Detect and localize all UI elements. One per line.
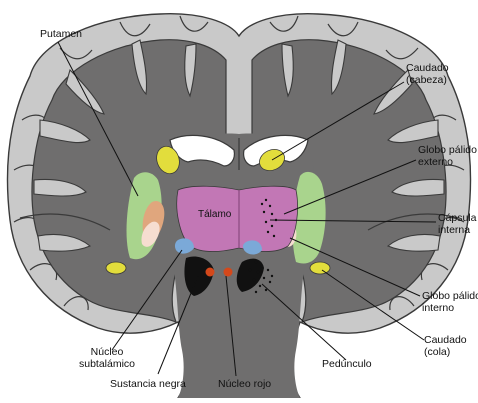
nucleo-rojo-right [224, 268, 233, 277]
label-caudado-cola-line2: (cola) [424, 346, 467, 358]
label-nucleo-subtalamico-line1: Núcleo [74, 346, 140, 358]
caudado-cola-right [310, 262, 330, 274]
label-globo-palido-interno-line1: Globo pálido [422, 290, 478, 302]
label-capsula-interna-line1: Cápsula [438, 212, 477, 224]
label-caudado-cabeza: Caudado (cabeza) [406, 62, 449, 86]
label-caudado-cabeza-line1: Caudado [406, 62, 449, 74]
label-caudado-cabeza-line2: (cabeza) [406, 74, 449, 86]
label-caudado-cola-line1: Caudado [424, 334, 467, 346]
label-globo-palido-externo: Globo pálido externo [418, 144, 477, 168]
label-talamo: Tálamo [198, 209, 231, 221]
label-nucleo-rojo: Núcleo rojo [218, 378, 271, 390]
label-sustancia-negra: Sustancia negra [110, 378, 186, 390]
label-putamen: Putamen [40, 28, 82, 40]
talamo [177, 186, 298, 251]
label-nucleo-subtalamico-line2: subtalámico [74, 358, 140, 370]
label-globo-palido-externo-line1: Globo pálido [418, 144, 477, 156]
label-capsula-interna-line2: interna [438, 224, 477, 236]
label-capsula-interna: Cápsula interna [438, 212, 477, 236]
label-globo-palido-interno: Globo pálido interno [422, 290, 478, 314]
label-caudado-cola: Caudado (cola) [424, 334, 467, 358]
label-globo-palido-externo-line2: externo [418, 156, 477, 168]
nucleo-rojo-left [206, 268, 215, 277]
caudado-cola-left [106, 262, 126, 274]
label-pedunculo: Pedúnculo [322, 358, 372, 370]
label-globo-palido-interno-line2: interno [422, 302, 478, 314]
label-nucleo-subtalamico: Núcleo subtalámico [74, 346, 140, 370]
